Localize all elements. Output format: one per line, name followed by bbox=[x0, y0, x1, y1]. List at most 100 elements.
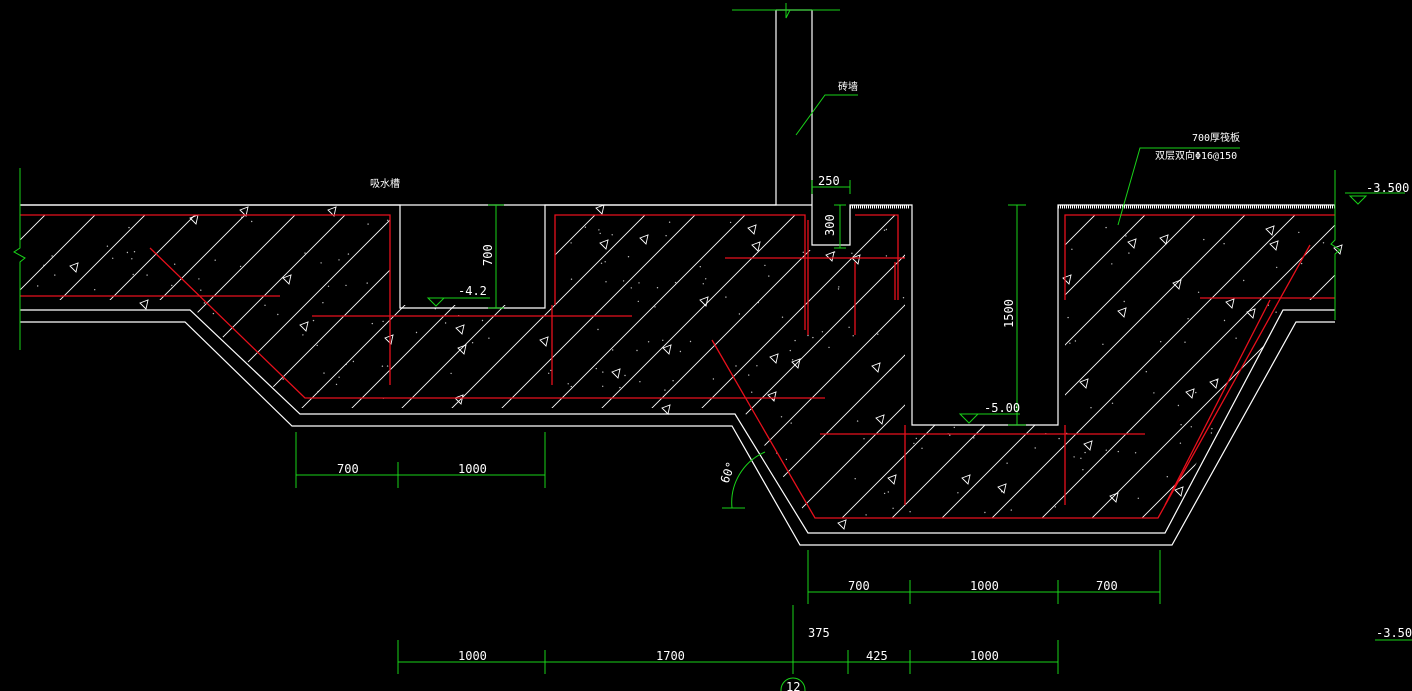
concrete-dot bbox=[611, 234, 613, 236]
concrete-dot bbox=[65, 332, 68, 335]
concrete-dot bbox=[1074, 340, 1077, 342]
concrete-dot bbox=[532, 215, 534, 217]
concrete-dot bbox=[177, 306, 179, 309]
concrete-dot bbox=[665, 235, 667, 237]
concrete-dot bbox=[549, 240, 552, 242]
concrete-dot bbox=[1211, 428, 1213, 430]
concrete-dot bbox=[347, 253, 350, 255]
concrete-dot bbox=[403, 255, 405, 258]
concrete-dot bbox=[1184, 341, 1186, 343]
concrete-dot bbox=[221, 459, 223, 461]
concrete-dot bbox=[702, 283, 704, 285]
concrete-dot bbox=[195, 209, 196, 210]
aggregate-triangle bbox=[139, 299, 149, 310]
concrete-dot bbox=[1210, 432, 1213, 434]
concrete-dot bbox=[429, 508, 431, 511]
concrete-dot bbox=[1268, 453, 1271, 456]
concrete-dot bbox=[877, 333, 879, 335]
concrete-dot bbox=[793, 523, 794, 524]
concrete-dot bbox=[551, 278, 554, 280]
concrete-dot bbox=[602, 385, 604, 387]
elevation-sump-bottom: -4.2 bbox=[458, 284, 487, 298]
hatch-line bbox=[20, 215, 211, 518]
concrete-dot bbox=[668, 221, 671, 223]
concrete-dot bbox=[41, 463, 43, 466]
hatch-line bbox=[20, 215, 561, 518]
concrete-dot bbox=[239, 265, 242, 268]
concrete-dot bbox=[1298, 231, 1300, 234]
aggregate-triangle bbox=[1062, 274, 1072, 285]
concrete-dot bbox=[1002, 415, 1004, 417]
concrete-dot bbox=[972, 309, 974, 312]
concrete-dot bbox=[856, 420, 859, 422]
concrete-dot bbox=[1117, 450, 1120, 453]
concrete-dot bbox=[345, 284, 347, 287]
concrete-dot bbox=[322, 302, 324, 304]
hatch-line bbox=[409, 215, 1011, 518]
concrete-dot bbox=[1179, 442, 1182, 444]
concrete-dot bbox=[848, 326, 850, 328]
concrete-dot bbox=[321, 478, 323, 480]
concrete-dot bbox=[1054, 506, 1057, 508]
concrete-dot bbox=[769, 505, 771, 508]
concrete-dot bbox=[908, 383, 911, 386]
concrete-dot bbox=[953, 426, 955, 429]
concrete-dot bbox=[1071, 248, 1073, 250]
concrete-dot bbox=[624, 490, 627, 492]
concrete-dot bbox=[54, 274, 56, 276]
aggregate-triangle bbox=[1333, 244, 1343, 255]
concrete-dot bbox=[377, 521, 378, 522]
concrete-dot bbox=[24, 527, 25, 528]
concrete-dot bbox=[756, 365, 758, 367]
concrete-dot bbox=[600, 262, 603, 264]
concrete-dot bbox=[1123, 300, 1125, 303]
aggregate-triangle bbox=[1083, 440, 1093, 451]
concrete-dot bbox=[1102, 343, 1104, 345]
concrete-dot bbox=[1006, 462, 1008, 464]
aggregate-triangle bbox=[189, 214, 199, 225]
hatch-line bbox=[20, 215, 311, 518]
concrete-dot bbox=[1235, 337, 1237, 339]
concrete-dot bbox=[674, 281, 677, 284]
concrete-dot bbox=[56, 405, 58, 407]
concrete-dot bbox=[1010, 509, 1012, 511]
concrete-dot bbox=[338, 376, 340, 378]
rebar-lines bbox=[20, 214, 1335, 519]
concrete-dot bbox=[87, 326, 89, 328]
aggregate-triangle bbox=[699, 296, 709, 307]
concrete-dot bbox=[320, 262, 322, 264]
concrete-dot bbox=[570, 242, 572, 244]
concrete-dot bbox=[400, 408, 402, 411]
concrete-dot bbox=[1125, 235, 1127, 237]
concrete-dot bbox=[909, 511, 911, 513]
concrete-dot bbox=[1124, 519, 1125, 520]
concrete-dot bbox=[1273, 494, 1276, 496]
concrete-dot bbox=[664, 389, 666, 391]
concrete-dot bbox=[1283, 405, 1286, 407]
concrete-dot bbox=[122, 494, 125, 496]
concrete-dot bbox=[155, 353, 157, 356]
concrete-dot bbox=[1177, 404, 1180, 407]
concrete-dot bbox=[120, 495, 123, 497]
concrete-dot bbox=[352, 360, 355, 363]
concrete-dot bbox=[1137, 497, 1140, 499]
concrete-dot bbox=[473, 280, 475, 283]
concrete-dot bbox=[135, 305, 137, 307]
concrete-dot bbox=[183, 466, 186, 468]
concrete-dot bbox=[838, 286, 840, 288]
concrete-dot bbox=[781, 316, 784, 318]
concrete-dot bbox=[106, 245, 109, 247]
concrete-dot bbox=[139, 351, 142, 354]
raft-slab-label: 700厚筏板 bbox=[1192, 131, 1240, 144]
concrete-dot bbox=[892, 507, 894, 509]
aggregate-triangle bbox=[791, 358, 801, 369]
concrete-hatch bbox=[20, 215, 1335, 518]
concrete-dot bbox=[174, 263, 176, 265]
concrete-dot bbox=[1111, 402, 1114, 404]
concrete-dot bbox=[371, 322, 373, 325]
aggregate-triangle bbox=[871, 362, 881, 373]
concrete-dot bbox=[1289, 467, 1292, 470]
raft-rebar-label: 双层双向Φ16@150 bbox=[1155, 149, 1237, 162]
concrete-dot bbox=[51, 255, 53, 257]
